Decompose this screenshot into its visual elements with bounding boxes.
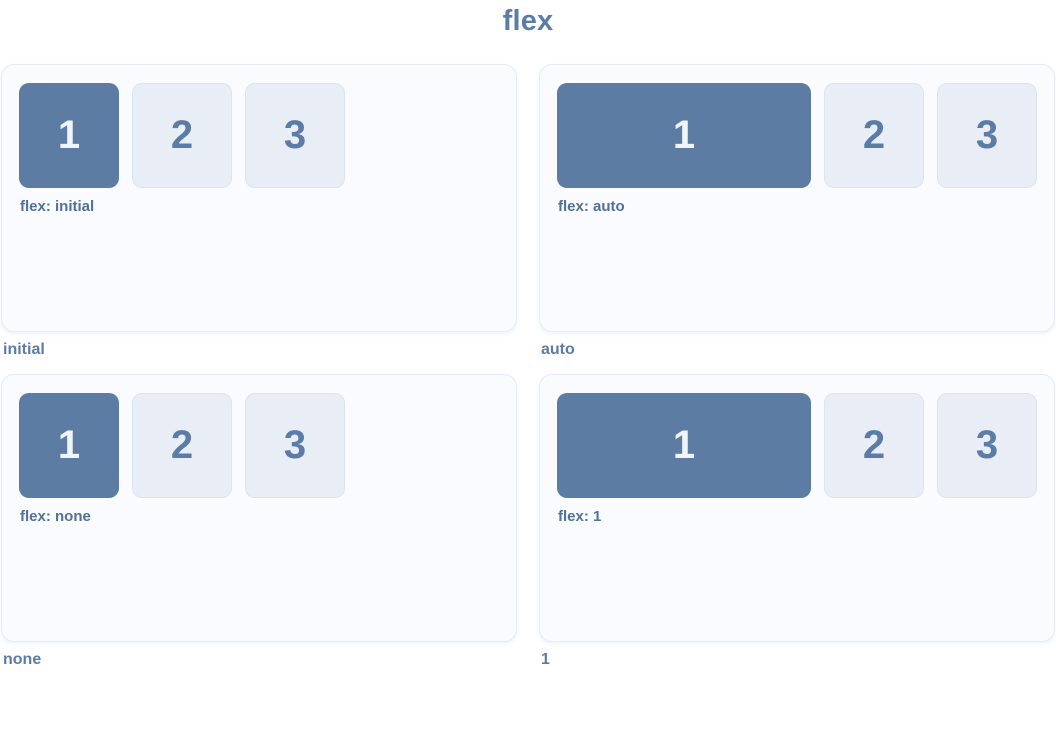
flex-item-3: 3 <box>245 393 345 498</box>
flex-container: 1 2 3 <box>19 83 499 188</box>
flex-item-3: 3 <box>245 83 345 188</box>
flex-value-label: flex: initial <box>20 198 95 215</box>
flex-value-label: flex: auto <box>558 198 625 215</box>
flex-value-label: flex: 1 <box>558 508 602 525</box>
page-title: flex <box>502 5 554 37</box>
demo-cell-auto: 1 2 3 flex: auto auto <box>539 64 1055 374</box>
demo-grid: 1 2 3 flex: initial initial 1 2 3 flex: … <box>1 64 1055 684</box>
flex-item-2: 2 <box>824 393 924 498</box>
flex-item-2: 2 <box>132 393 232 498</box>
flex-container: 1 2 3 <box>557 393 1037 498</box>
demo-cell-initial: 1 2 3 flex: initial initial <box>1 64 517 374</box>
demo-panel-1: 1 2 3 flex: 1 <box>539 374 1055 642</box>
demo-panel-auto: 1 2 3 flex: auto <box>539 64 1055 332</box>
demo-cell-1: 1 2 3 flex: 1 1 <box>539 374 1055 684</box>
demo-cell-none: 1 2 3 flex: none none <box>1 374 517 684</box>
flex-item-1: 1 <box>19 393 119 498</box>
flex-item-3: 3 <box>937 83 1037 188</box>
panel-caption-none: none <box>3 651 42 668</box>
demo-panel-initial: 1 2 3 flex: initial <box>1 64 517 332</box>
flex-item-1: 1 <box>557 393 811 498</box>
flex-value-label: flex: none <box>20 508 91 525</box>
panel-caption-1: 1 <box>541 651 550 668</box>
panel-caption-auto: auto <box>541 341 575 358</box>
demo-panel-none: 1 2 3 flex: none <box>1 374 517 642</box>
flex-container: 1 2 3 <box>557 83 1037 188</box>
flex-item-1: 1 <box>557 83 811 188</box>
panel-caption-initial: initial <box>3 341 45 358</box>
flex-item-2: 2 <box>132 83 232 188</box>
flex-item-3: 3 <box>937 393 1037 498</box>
flex-item-2: 2 <box>824 83 924 188</box>
flex-item-1: 1 <box>19 83 119 188</box>
flex-container: 1 2 3 <box>19 393 499 498</box>
